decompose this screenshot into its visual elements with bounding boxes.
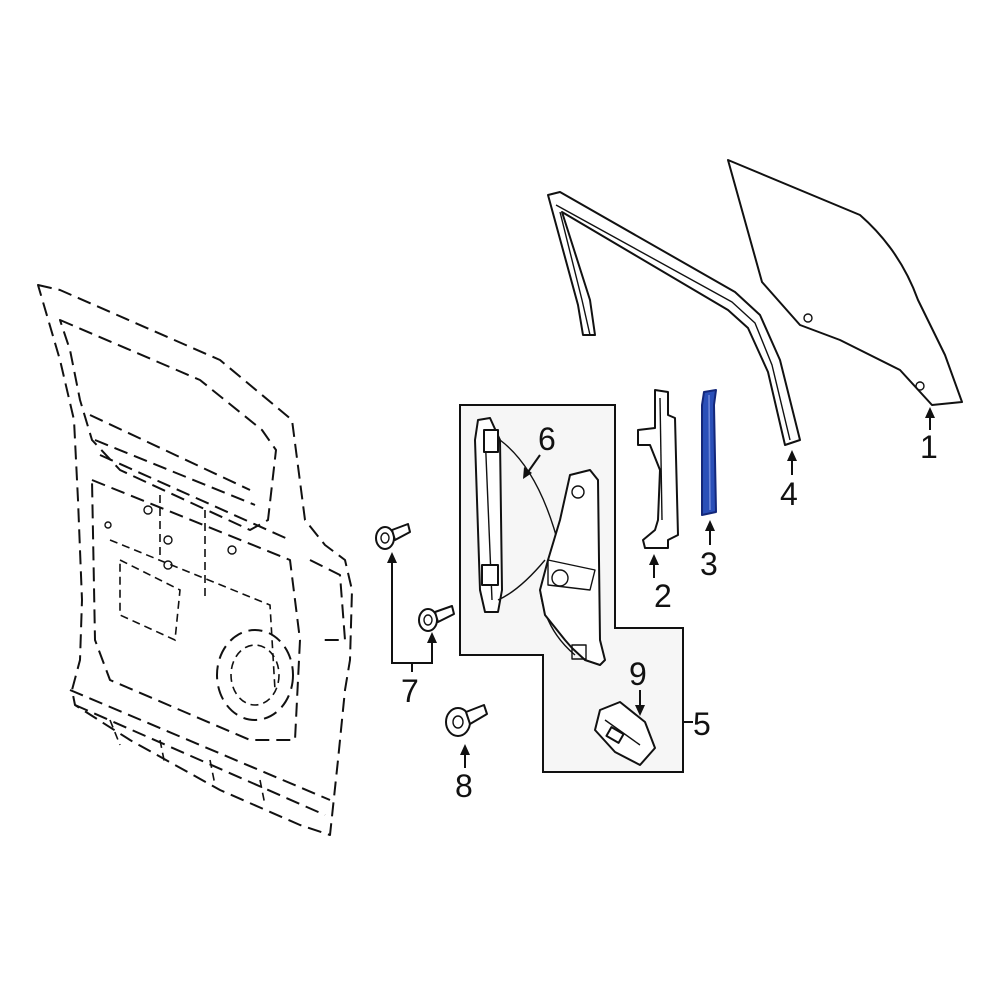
glass-channel-bracket bbox=[637, 389, 679, 549]
callout-8: 8 bbox=[455, 768, 473, 804]
bolt-upper bbox=[375, 523, 411, 550]
callout-1: 1 bbox=[920, 429, 938, 465]
bolt-8 bbox=[445, 704, 488, 737]
callout-4: 4 bbox=[780, 476, 798, 512]
door-glass bbox=[727, 159, 963, 406]
door-shell bbox=[37, 284, 353, 836]
window-motor bbox=[594, 701, 656, 766]
callout-9: 9 bbox=[629, 656, 647, 692]
callout-3: 3 bbox=[700, 546, 718, 582]
leader-lines bbox=[387, 407, 935, 768]
callout-6: 6 bbox=[538, 421, 556, 457]
callout-7: 7 bbox=[401, 673, 419, 709]
bolt-lower bbox=[418, 605, 455, 632]
run-channel bbox=[547, 191, 801, 446]
weatherstrip-highlighted bbox=[701, 389, 717, 516]
callout-5: 5 bbox=[693, 706, 711, 742]
callout-2: 2 bbox=[654, 578, 672, 614]
window-regulator bbox=[474, 417, 606, 666]
